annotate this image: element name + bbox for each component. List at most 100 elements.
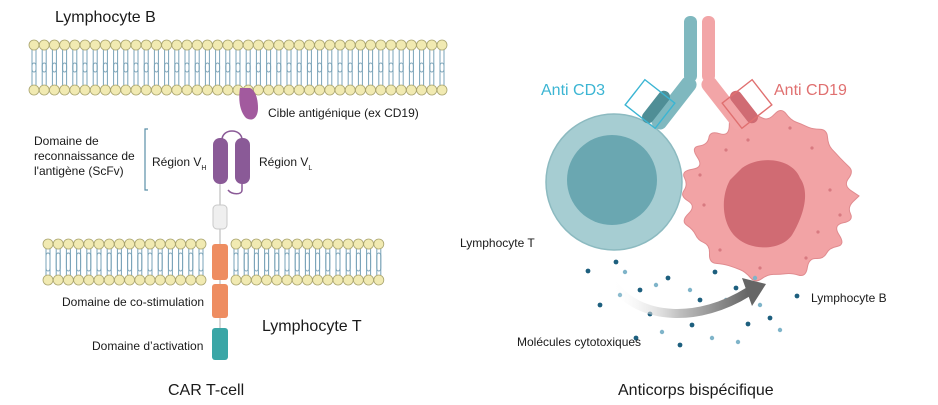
t-membrane-lipid-tail xyxy=(274,252,280,275)
b-membrane-lipid-tail xyxy=(347,50,353,73)
b-membrane-lipid-tail xyxy=(368,50,374,73)
b-membrane-lipid-head xyxy=(334,39,346,51)
t-membrane-lipid-tail xyxy=(345,249,351,272)
t-membrane-lipid-head xyxy=(93,238,105,250)
b-membrane-lipid-tail xyxy=(255,50,261,73)
t-membrane-lipid-head xyxy=(240,274,252,286)
b-membrane-lipid-tail xyxy=(194,62,200,85)
cytotoxic-molecule xyxy=(777,327,783,333)
b-membrane-lipid-tail xyxy=(143,62,149,85)
b-membrane-lipid-head xyxy=(416,39,428,51)
b-membrane-lipid-tail xyxy=(225,50,231,73)
t-membrane-lipid-head xyxy=(281,238,293,250)
b-membrane-lipid-head xyxy=(365,84,377,96)
cytotoxic-molecule xyxy=(689,322,695,328)
anti-cd3-label: Anti CD3 xyxy=(541,82,605,99)
b-membrane-lipid-tail xyxy=(398,50,404,73)
t-membrane-lipid-tail xyxy=(55,252,61,275)
t-membrane-lipid-head xyxy=(83,238,95,250)
cytotoxic-molecule xyxy=(597,302,603,308)
b-membrane-lipid-head xyxy=(283,39,295,51)
b-membrane-lipid-tail xyxy=(296,50,302,73)
b-membrane-lipid-tail xyxy=(439,50,445,73)
b-membrane-lipid-tail xyxy=(337,62,343,85)
cytotoxic-molecule xyxy=(687,287,693,293)
t-membrane-lipid-head xyxy=(52,238,64,250)
cytotoxic-molecule xyxy=(697,297,703,303)
b-membrane-lipid-head xyxy=(242,39,254,51)
b-membrane-lipid-head xyxy=(150,84,162,96)
b-membrane-lipid-head xyxy=(212,84,224,96)
t-membrane-lipid-tail xyxy=(355,252,361,275)
t-membrane-lipid-head xyxy=(175,238,187,250)
b-membrane-lipid-head xyxy=(181,84,193,96)
t-membrane-lipid-head xyxy=(134,238,146,250)
b-membrane-lipid-tail xyxy=(429,62,435,85)
t-membrane-lipid-tail xyxy=(243,252,249,275)
b-membrane-lipid-tail xyxy=(378,50,384,73)
antibody-heavy-chain-pink xyxy=(702,16,715,82)
b-membrane-lipid-tail xyxy=(388,62,394,85)
t-membrane-lipid-head xyxy=(291,274,303,286)
t-membrane-lipid-head xyxy=(175,274,187,286)
t-membrane-lipid-tail xyxy=(137,249,143,272)
b-membrane-lipid-head xyxy=(181,39,193,51)
t-membrane-lipid-tail xyxy=(198,252,204,275)
b-membrane-lipid-head xyxy=(416,84,428,96)
b-membrane-lipid-head xyxy=(100,39,111,51)
b-cell-granules xyxy=(698,126,842,270)
b-membrane-lipid-head xyxy=(385,84,397,96)
t-membrane-lipid-tail xyxy=(178,252,184,275)
target-label: Cible antigénique (ex CD19) xyxy=(268,106,419,120)
b-membrane-lipid-head xyxy=(59,39,70,51)
b-membrane-lipid-tail xyxy=(245,62,251,85)
t-membrane-lipid-tail xyxy=(355,249,361,272)
b-membrane-lipid-head xyxy=(375,84,387,96)
b-membrane-lipid-tail xyxy=(317,50,323,73)
b-membrane-lipid-tail xyxy=(164,62,170,85)
b-membrane-lipid-head xyxy=(89,84,101,96)
b-membrane-lipid-head xyxy=(79,39,91,51)
t-cell-membrane xyxy=(42,238,385,286)
b-membrane-lipid-tail xyxy=(327,50,333,73)
t-membrane-lipid-head xyxy=(195,274,207,286)
t-membrane-lipid-head xyxy=(271,274,283,286)
scfv-label-line-2: reconnaissance de xyxy=(34,149,135,163)
t-membrane-lipid-head xyxy=(124,238,136,250)
cytotoxic-molecule xyxy=(677,342,683,348)
b-membrane-lipid-tail xyxy=(174,62,180,85)
t-membrane-lipid-head xyxy=(63,238,74,250)
b-membrane-lipid-head xyxy=(395,39,407,51)
b-membrane-lipid-head xyxy=(334,84,346,96)
t-membrane-lipid-tail xyxy=(188,249,194,272)
bispecific-antibody xyxy=(624,16,773,130)
b-membrane-lipid-tail xyxy=(133,50,139,73)
b-membrane-lipid-head xyxy=(324,39,336,51)
t-membrane-lipid-tail xyxy=(294,249,300,272)
b-membrane-lipid-head xyxy=(293,84,305,96)
t-membrane-lipid-tail xyxy=(233,249,239,272)
b-membrane-lipid-tail xyxy=(92,50,98,73)
anti-cd3-light-chain xyxy=(641,90,671,124)
t-membrane-lipid-head xyxy=(185,238,197,250)
b-membrane-lipid-head xyxy=(426,39,438,51)
b-membrane-lipid-tail xyxy=(113,62,119,85)
anti-cd19-box xyxy=(721,78,773,130)
scfv-linker xyxy=(221,130,243,141)
vl-domain xyxy=(235,138,250,184)
t-membrane-lipid-tail xyxy=(157,252,163,275)
b-membrane-lipid-tail xyxy=(215,50,221,73)
b-membrane-lipid-tail xyxy=(184,62,190,85)
t-membrane-lipid-head xyxy=(42,238,54,250)
b-membrane-lipid-head xyxy=(405,84,417,96)
b-membrane-lipid-tail xyxy=(41,50,47,73)
t-membrane-lipid-head xyxy=(250,238,262,250)
b-membrane-lipid-tail xyxy=(225,62,231,85)
b-membrane-lipid-tail xyxy=(245,50,251,73)
t-membrane-lipid-head xyxy=(332,274,344,286)
b-membrane-lipid-tail xyxy=(51,62,57,85)
t-membrane-lipid-tail xyxy=(96,249,102,272)
t-membrane-lipid-head xyxy=(301,274,313,286)
t-membrane-lipid-tail xyxy=(325,252,331,275)
t-membrane-lipid-tail xyxy=(304,252,310,275)
